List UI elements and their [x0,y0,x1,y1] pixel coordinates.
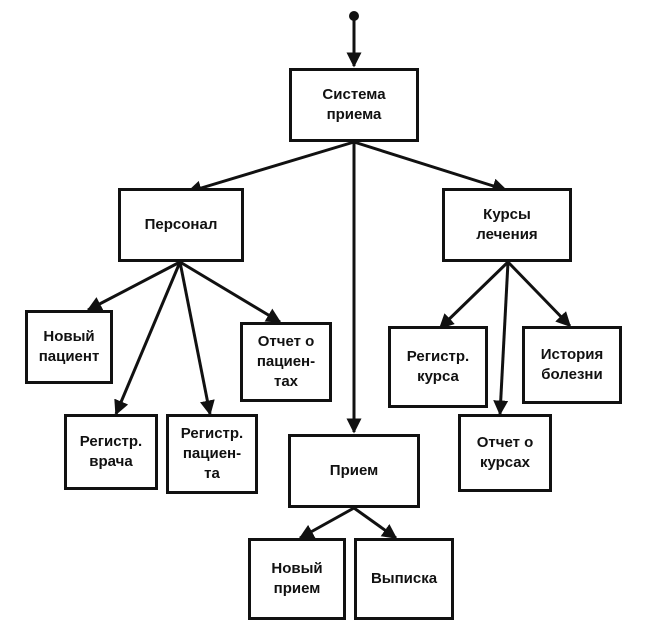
node-kursy-lecheniya: Курсы лечения [442,188,572,262]
edge-priem-vypiska [353,506,398,540]
node-personal: Персонал [118,188,244,262]
node-registr-kursa: Регистр. курса [388,326,488,408]
edge-kursy-istoriya-bolezni [506,260,572,328]
node-otchet-o-kursah: Отчет о курсах [458,414,552,492]
node-sistema-priema: Система приема [289,68,419,142]
node-novyi-pacient: Новый пациент [25,310,113,384]
node-registr-vracha: Регистр. врача [64,414,158,490]
edge-personal-registr-vracha [114,261,182,416]
edge-priem-novyi-priem [298,506,355,540]
edge-sistema-personal [186,140,355,196]
node-vypiska: Выписка [354,538,454,620]
edge-personal-otchet-pacientah [179,260,282,324]
node-registr-pacienta: Регистр. пациен- та [166,414,258,494]
node-istoriya-bolezni: История болезни [522,326,622,404]
edge-kursy-otchet-kursah [493,261,510,416]
node-novyi-priem: Новый прием [248,538,346,620]
node-otchet-o-pacientah: Отчет о пациен- тах [240,322,332,402]
edge-personal-registr-pacienta [178,261,215,416]
edge-personal-novyi-pacient [86,260,181,312]
node-priem: Прием [288,434,420,508]
edge-sistema-kursy [353,140,508,194]
start-point [349,11,359,21]
edge-kursy-registr-kursa [438,260,510,330]
